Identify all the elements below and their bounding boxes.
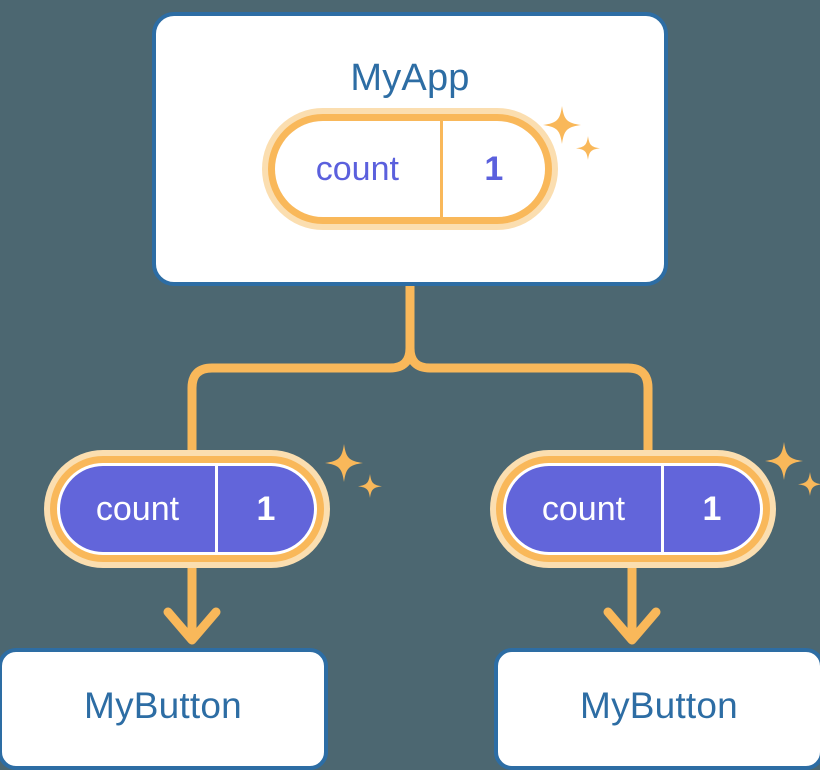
state-value: 1 [439, 121, 545, 217]
mybutton-card[interactable]: MyButton [0, 648, 328, 770]
state-key: count [541, 489, 626, 528]
pill-ring: count 1 [50, 456, 324, 562]
state-key: count [315, 149, 399, 188]
pill-body: count 1 [275, 121, 545, 217]
connector-left-branch [187, 281, 415, 457]
mybutton-label: MyButton [84, 685, 242, 726]
pill-ring: count 1 [268, 114, 552, 224]
connector-right-branch [405, 281, 653, 457]
state-value: 1 [660, 466, 760, 552]
page-title: MyApp [350, 57, 470, 99]
state-pill-child-1[interactable]: count 1 [490, 450, 776, 568]
mybutton-card[interactable]: MyButton [494, 648, 820, 770]
state-pill-child-0[interactable]: count 1 [44, 450, 330, 568]
state-key: count [95, 489, 180, 528]
arrow-down-icon [163, 607, 221, 645]
pill-ring: count 1 [496, 456, 770, 562]
mybutton-label: MyButton [580, 685, 738, 726]
arrow-down-icon [603, 607, 661, 645]
state-value: 1 [214, 466, 314, 552]
pill-inner: count 1 [60, 466, 314, 552]
pill-body: count 1 [57, 463, 317, 555]
pill-body: count 1 [503, 463, 763, 555]
pill-inner: count 1 [506, 466, 760, 552]
state-pill-root[interactable]: count 1 [262, 108, 558, 230]
